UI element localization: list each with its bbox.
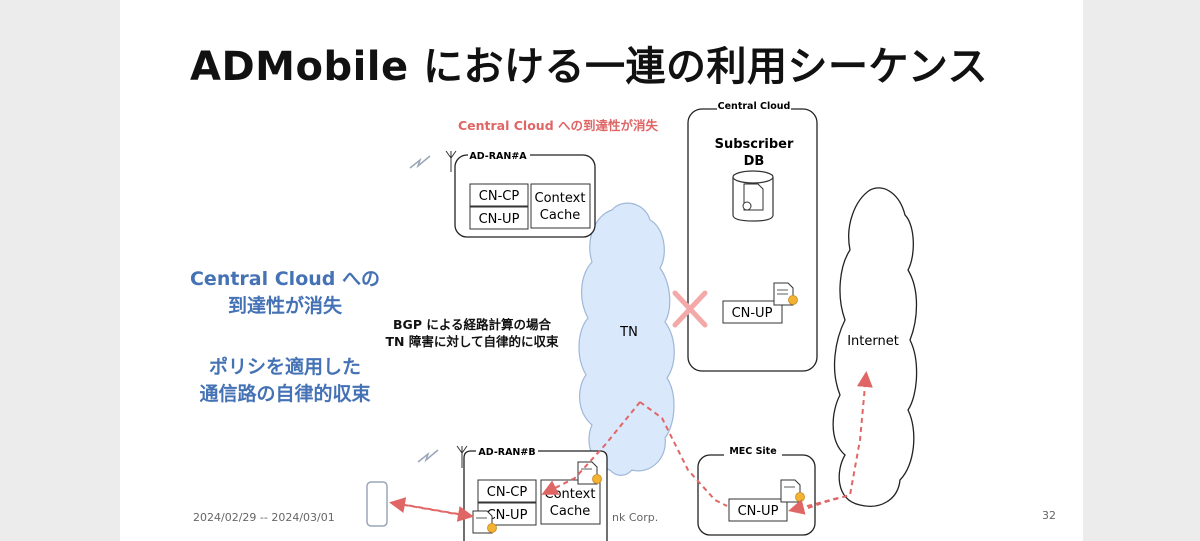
side-text-line3: ポリシを適用した — [208, 356, 361, 378]
mec-cn-up-label: CN-UP — [738, 504, 779, 519]
wireless-signal-icon-b — [417, 449, 439, 463]
ad-ran-b-cn-up: CN-UP — [487, 508, 528, 523]
reachability-lost-annotation: Central Cloud への到達性が消失 — [458, 118, 659, 133]
ad-ran-b-context: Context — [545, 487, 596, 502]
antenna-icon — [445, 150, 457, 172]
page-number: 32 — [1042, 509, 1056, 522]
side-text-line4: 通信路の自律的収束 — [199, 383, 371, 405]
internet-label: Internet — [847, 334, 899, 349]
ad-ran-b-cache: Cache — [550, 504, 590, 519]
smartphone-icon — [366, 481, 388, 527]
central-cloud-node: Central Cloud Subscriber DB — [687, 99, 818, 372]
traffic-path — [389, 371, 873, 522]
wireless-signal-icon — [409, 155, 431, 169]
ad-ran-b-cn-cp: CN-CP — [487, 485, 528, 500]
ad-ran-a-context: Context — [535, 191, 586, 206]
ad-ran-b-label: AD-RAN#B — [478, 447, 535, 458]
certificate-icon-b2 — [472, 510, 497, 534]
db-label: DB — [744, 154, 765, 169]
bgp-note-line2: TN 障害に対して自律的に収束 — [385, 334, 559, 349]
central-cn-up: CN-UP — [722, 282, 798, 324]
side-text-line1: Central Cloud への — [189, 268, 380, 290]
tn-cloud: TN — [578, 202, 675, 476]
internet-cloud: Internet — [832, 187, 918, 507]
side-text-line2: 到達性が消失 — [227, 295, 342, 317]
antenna-icon-b — [456, 445, 468, 468]
subscriber-db-label: Subscriber — [715, 137, 794, 152]
central-cloud-label: Central Cloud — [718, 101, 791, 112]
bgp-note: BGP による経路計算の場合 TN 障害に対して自律的に収束 — [362, 316, 582, 350]
ad-ran-a-node: AD-RAN#A CN-CP CN-UP Context Cache — [409, 149, 596, 238]
ad-ran-a-cn-up: CN-UP — [479, 212, 520, 227]
certificate-icon-b1 — [577, 461, 602, 485]
central-cn-up-label: CN-UP — [732, 306, 773, 321]
ad-ran-a-cn-cp: CN-CP — [479, 189, 520, 204]
tn-label: TN — [619, 325, 638, 340]
ad-ran-b-node: AD-RAN#B CN-CP CN-UP Context Cache — [417, 445, 608, 541]
mec-site-label: MEC Site — [729, 446, 776, 457]
mec-site-node: MEC Site CN-UP — [697, 444, 816, 536]
failure-x-icon — [672, 290, 708, 328]
certificate-icon — [773, 282, 798, 306]
footer-date: 2024/02/29 -- 2024/03/01 — [193, 511, 335, 524]
bgp-note-line1: BGP による経路計算の場合 — [393, 317, 551, 332]
ad-ran-a-cache: Cache — [540, 208, 580, 223]
ad-ran-a-label: AD-RAN#A — [469, 151, 527, 162]
slide-title: ADMobile における一連の利用シーケンス — [190, 44, 989, 90]
footer-company: nk Corp. — [612, 511, 658, 524]
database-icon — [732, 170, 774, 222]
